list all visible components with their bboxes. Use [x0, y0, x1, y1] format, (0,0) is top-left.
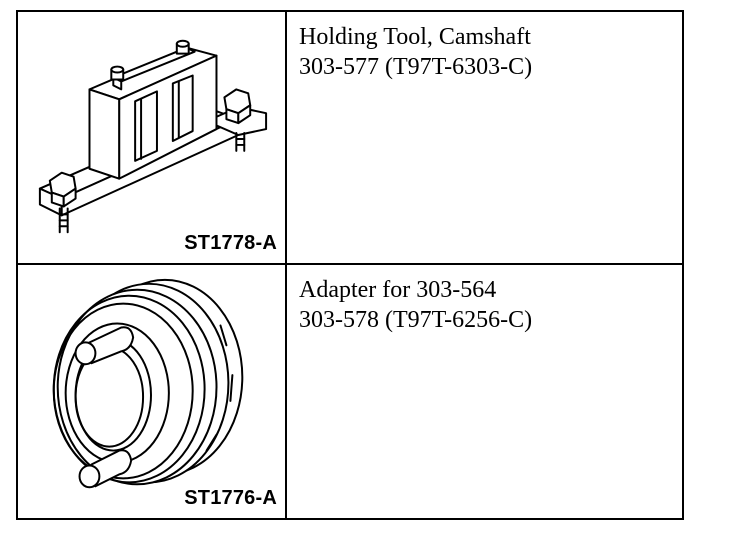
- figure-code: ST1778-A: [184, 232, 277, 254]
- tool-number: 303-577 (T97T-6303-C): [299, 54, 533, 80]
- tool-description-cell: Adapter for 303-564 303-578 (T97T-6256-C…: [287, 265, 682, 518]
- tool-illustration-cell: ST1778-A: [18, 12, 287, 265]
- tool-name: Adapter for 303-564: [299, 277, 497, 303]
- tool-name: Holding Tool, Camshaft: [299, 24, 531, 50]
- tool-number: 303-578 (T97T-6256-C): [299, 307, 533, 333]
- tool-illustration-cell: ST1776-A: [18, 265, 287, 518]
- tool-description-cell: Holding Tool, Camshaft 303-577 (T97T-630…: [287, 12, 682, 265]
- special-tools-table: ST1778-A Holding Tool, Camshaft 303-577 …: [16, 10, 684, 520]
- adapter-pulley-drawing: [52, 278, 244, 489]
- camshaft-holding-tool-drawing: [38, 39, 268, 234]
- figure-code: ST1776-A: [184, 487, 277, 509]
